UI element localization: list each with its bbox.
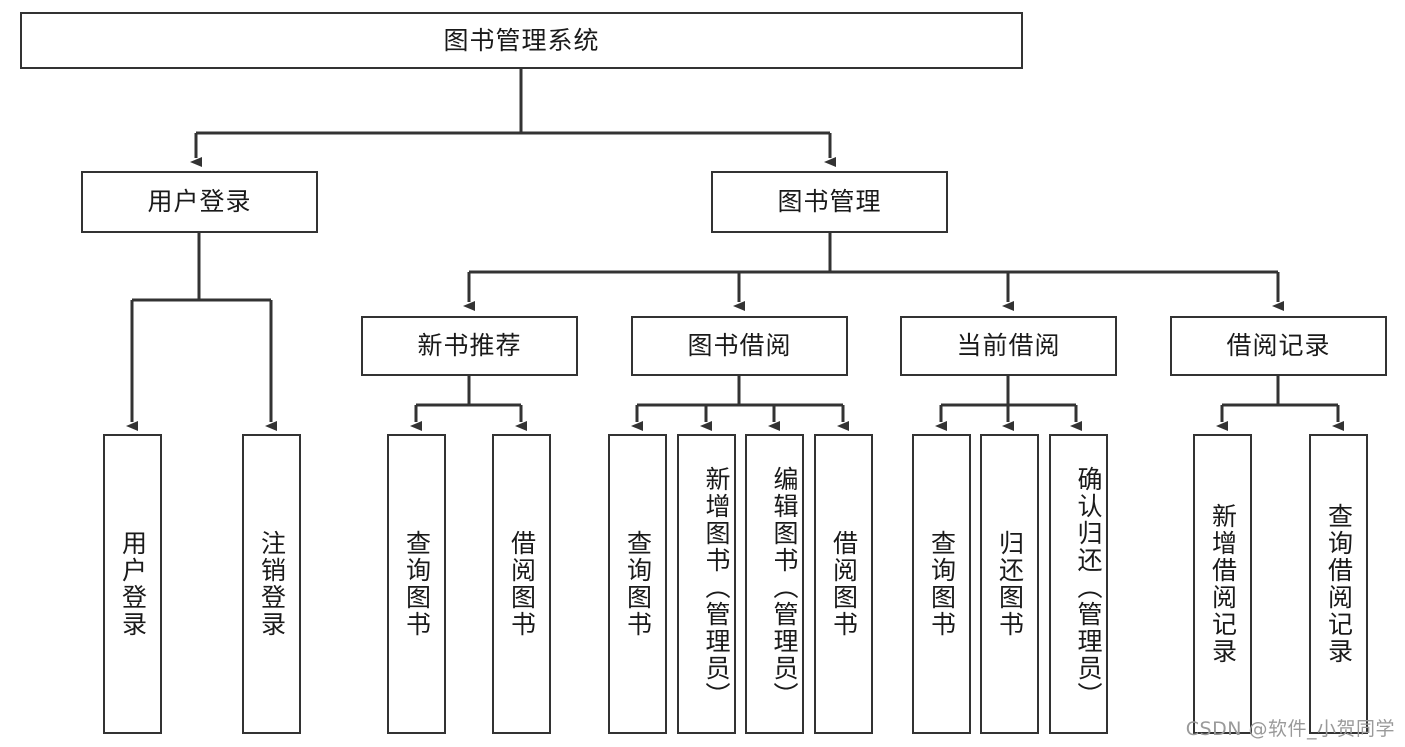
node-book-manage[interactable]: 图书管理 (711, 171, 948, 233)
node-new-book-recommend[interactable]: 新书推荐 (361, 316, 578, 376)
node-leaf-edit-book[interactable]: 编辑图书（管理员） (745, 434, 804, 734)
node-leaf-borrow-book-2[interactable]: 借阅图书 (814, 434, 873, 734)
node-borrow-record[interactable]: 借阅记录 (1170, 316, 1387, 376)
node-leaf-query-book-3[interactable]: 查询图书 (912, 434, 971, 734)
node-leaf-add-record[interactable]: 新增借阅记录 (1193, 434, 1252, 734)
node-leaf-query-record[interactable]: 查询借阅记录 (1309, 434, 1368, 734)
node-current-borrow[interactable]: 当前借阅 (900, 316, 1117, 376)
node-leaf-user-login[interactable]: 用户登录 (103, 434, 162, 734)
node-leaf-confirm-return[interactable]: 确认归还（管理员） (1049, 434, 1108, 734)
node-leaf-borrow-book-1[interactable]: 借阅图书 (492, 434, 551, 734)
node-user-login[interactable]: 用户登录 (81, 171, 318, 233)
node-leaf-query-book-2[interactable]: 查询图书 (608, 434, 667, 734)
node-leaf-add-book[interactable]: 新增图书（管理员） (677, 434, 736, 734)
node-book-borrow[interactable]: 图书借阅 (631, 316, 848, 376)
node-leaf-query-book-1[interactable]: 查询图书 (387, 434, 446, 734)
watermark-text: CSDN @软件_小贺同学 (1185, 718, 1395, 740)
node-root-system[interactable]: 图书管理系统 (20, 12, 1023, 69)
node-leaf-return-book[interactable]: 归还图书 (980, 434, 1039, 734)
node-leaf-user-logout[interactable]: 注销登录 (242, 434, 301, 734)
